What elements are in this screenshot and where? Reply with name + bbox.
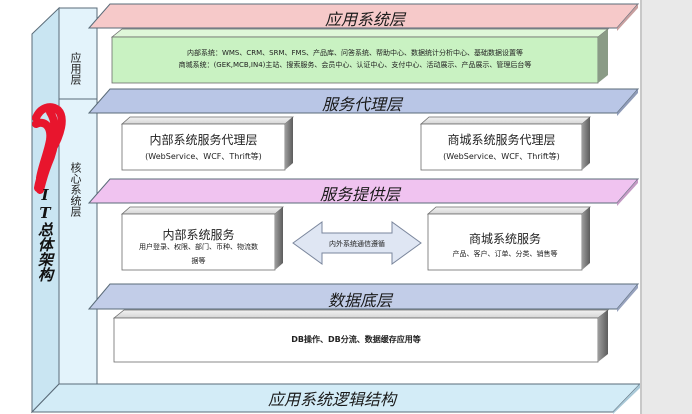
arrow-label: 内外系统通信遵循 xyxy=(329,240,385,248)
internal-service-title: 内部系统服务 xyxy=(162,228,235,242)
mall-service-box xyxy=(426,206,592,271)
bidirectional-arrow xyxy=(292,221,422,265)
internal-service-box xyxy=(120,206,285,271)
internal-service-sub-2: 据等 xyxy=(191,257,206,265)
mall-service-sub: 产品、客户、订单、分类、销售等 xyxy=(452,250,558,258)
viewer-right-edge xyxy=(640,0,692,414)
data-layer-band xyxy=(87,283,640,312)
service-proxy-title: 服务代理层 xyxy=(322,95,403,114)
service-provider-band xyxy=(87,178,640,206)
data-layer-content: DB操作、DB分流、数据缓存应用等 xyxy=(291,335,421,344)
application-layer-title: 应用系统层 xyxy=(325,10,406,29)
mall-service-title: 商城系统服务 xyxy=(468,232,541,246)
internal-service-sub-1: 用户登录、权限、部门、币种、物流数 xyxy=(139,243,258,251)
internal-proxy-title: 内部系统服务代理层 xyxy=(149,133,258,147)
internal-proxy-box xyxy=(120,116,295,171)
service-proxy-band xyxy=(87,88,640,116)
core-layer-side-label: 核心系统层 xyxy=(69,162,82,217)
viewer-edge-line xyxy=(640,0,642,414)
vertical-title-text: IT总体架构 xyxy=(36,186,54,282)
mall-proxy-box xyxy=(419,116,592,171)
internal-proxy-sub: (WebService、WCF、Thrift等) xyxy=(145,152,262,161)
application-line-2: 商城系统：(GEK,MCB,IN4)主站、搜索服务、会员中心、认证中心、支付中心… xyxy=(178,61,532,69)
footer-title: 应用系统逻辑结构 xyxy=(268,390,397,409)
red-annotation-scribble xyxy=(32,103,66,194)
application-layer-band xyxy=(87,3,640,31)
service-provider-title: 服务提供层 xyxy=(320,185,401,204)
application-line-1: 内部系统：WMS、CRM、SRM、FMS、产品库、问答系统、帮助中心、数据统计分… xyxy=(186,49,524,57)
app-layer-side-label: 应用层 xyxy=(69,52,82,85)
data-content-box xyxy=(112,309,610,363)
mall-proxy-title: 商城系统服务代理层 xyxy=(447,133,556,147)
application-content-box xyxy=(110,28,610,84)
data-layer-title: 数据底层 xyxy=(328,291,393,310)
vertical-title: IT总体架构 xyxy=(36,186,54,282)
mall-proxy-sub: (WebService、WCF、Thrift等) xyxy=(443,152,560,161)
